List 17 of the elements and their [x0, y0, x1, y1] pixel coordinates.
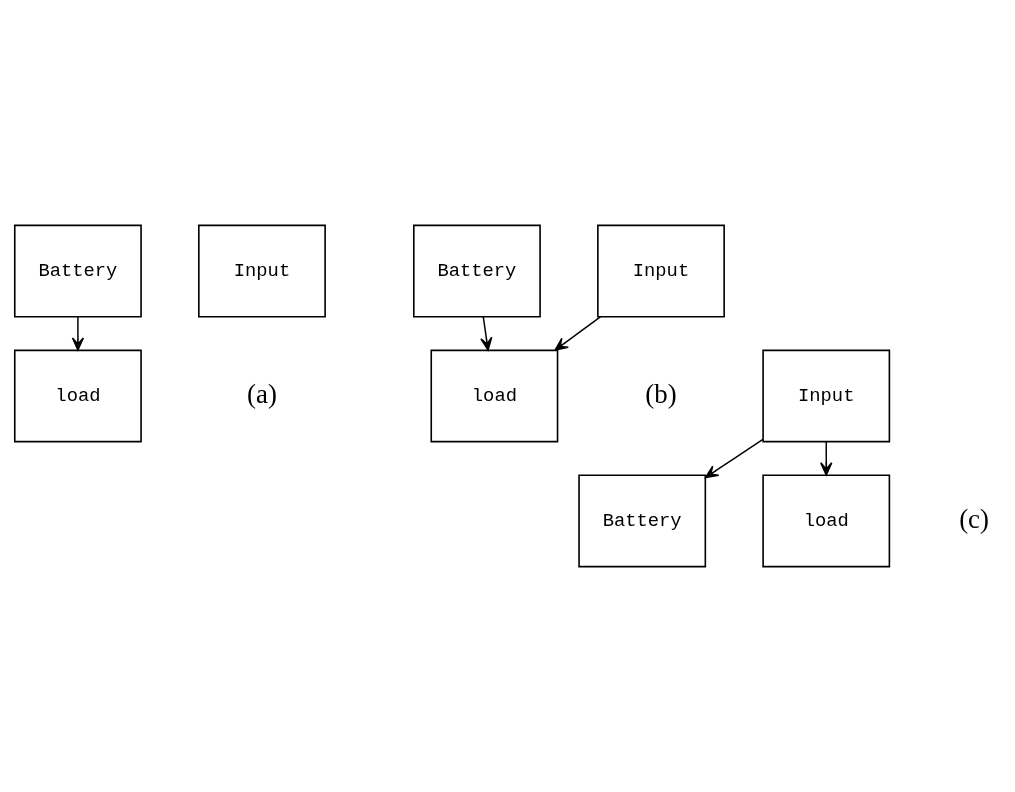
- node-box: load: [762, 474, 891, 568]
- label: (a): [247, 378, 277, 409]
- node-box: Input: [762, 349, 891, 443]
- arrow: [554, 316, 602, 351]
- arrow: [704, 438, 764, 479]
- arrow: [71, 316, 85, 351]
- node-box: Input: [198, 224, 326, 318]
- node-box: load: [13, 349, 142, 443]
- label: (c): [959, 503, 989, 534]
- node-box: Input: [597, 224, 725, 318]
- node-box: load: [430, 349, 559, 443]
- label: (b): [645, 378, 677, 409]
- node-box: Battery: [578, 474, 707, 568]
- arrow: [820, 441, 833, 476]
- arrow: [480, 316, 493, 351]
- node-box: Battery: [13, 224, 142, 318]
- node-box: Battery: [413, 224, 541, 318]
